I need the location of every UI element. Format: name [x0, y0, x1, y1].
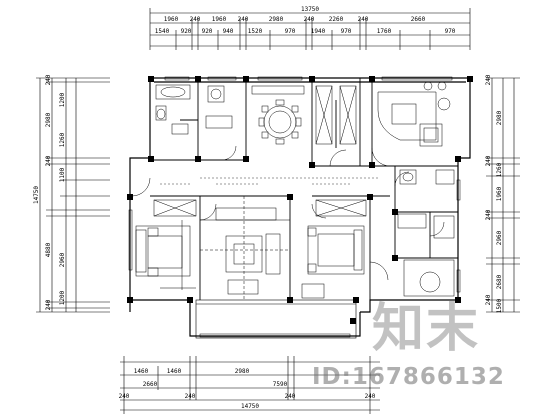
balcony	[195, 299, 357, 339]
dim-left-outer: 240	[45, 74, 52, 85]
dim-top-row1: 2260	[329, 16, 344, 23]
dim-top-row1: 240	[304, 16, 315, 23]
right-dimension-chain	[486, 77, 520, 313]
dim-left-inner: 1260	[59, 132, 66, 147]
dim-top-row1: 240	[358, 16, 369, 23]
outer-walls	[129, 77, 471, 337]
lighting-marks	[160, 177, 380, 185]
dim-top-row2: 970	[445, 28, 456, 35]
dim-top-row2: 970	[285, 28, 296, 35]
dim-left-outer: 4880	[45, 242, 52, 257]
dim-top-row2: 1760	[377, 28, 392, 35]
interior-walls	[150, 78, 458, 300]
dining-table	[251, 85, 305, 145]
dim-bottom-row3: 240	[119, 393, 130, 400]
dim-bottom-row3: 240	[285, 393, 296, 400]
dim-bottom-row1: 2980	[235, 368, 250, 375]
dim-left-inner: 1100	[59, 167, 66, 182]
bedroom-left-furniture	[135, 220, 196, 290]
dim-left-outer: 240	[45, 155, 52, 166]
dim-bottom-row2: 7590	[273, 381, 288, 388]
dim-top-row2: 1520	[248, 28, 263, 35]
dim-right-inner: 2980	[496, 110, 503, 125]
windows	[128, 76, 461, 338]
dim-right-outer: 240	[485, 74, 492, 85]
dim-top-row2: 940	[223, 28, 234, 35]
dim-left-outer: 240	[45, 299, 52, 310]
dim-right-inner: 1500	[496, 298, 503, 313]
dim-bottom-total: 14750	[241, 403, 259, 410]
dim-top-row1: 1960	[212, 16, 227, 23]
dim-left-inner: 1200	[59, 92, 66, 107]
dim-right-inner: 2960	[496, 230, 503, 245]
left-dimension-chain	[36, 77, 110, 313]
dim-left-inner: 2960	[59, 252, 66, 267]
dim-top-row2: 920	[202, 28, 213, 35]
dim-bottom-row1: 1460	[167, 368, 182, 375]
dim-top-row1: 240	[238, 16, 249, 23]
dim-top-row1: 2980	[269, 16, 284, 23]
bathroom-fixtures	[155, 84, 233, 135]
dim-top-row1: 2660	[411, 16, 426, 23]
dim-left-inner: 1200	[59, 290, 66, 305]
dim-top-total: 13750	[301, 6, 319, 13]
bathroom-right-fixtures	[399, 169, 455, 297]
dim-bottom-row2: 2660	[143, 381, 158, 388]
bedroom-middle-furniture	[307, 225, 365, 275]
master-bedroom-furniture	[377, 81, 451, 147]
dim-bottom-row1: 1460	[134, 368, 149, 375]
dim-bottom-row3: 240	[185, 393, 196, 400]
dim-right-inner: 1260	[496, 162, 503, 177]
dim-top-row2: 970	[341, 28, 352, 35]
dim-top-row1: 1960	[164, 16, 179, 23]
dim-right-outer: 240	[485, 294, 492, 305]
dim-right-outer: 240	[485, 155, 492, 166]
bottom-dimension-chain	[120, 356, 380, 414]
dim-right-inner: 1960	[496, 186, 503, 201]
dim-top-row2: 1540	[155, 28, 170, 35]
dim-top-row2: 920	[181, 28, 192, 35]
doors	[131, 145, 445, 281]
dim-top-row2: 1940	[311, 28, 326, 35]
structural-columns	[127, 76, 473, 324]
dim-left-total: 14750	[33, 186, 40, 204]
dim-right-inner: 2680	[496, 274, 503, 289]
dim-top-row1: 240	[190, 16, 201, 23]
living-room-furniture	[200, 196, 325, 300]
dim-left-outer: 2980	[45, 112, 52, 127]
dimension-labels: 13750 1960 240 1960 240 2980 240 2260 240 2660 154…	[33, 6, 503, 410]
closets	[153, 85, 427, 229]
dim-right-outer: 240	[485, 209, 492, 220]
dim-bottom-row3: 240	[365, 393, 376, 400]
top-dimension-chain	[149, 8, 471, 50]
